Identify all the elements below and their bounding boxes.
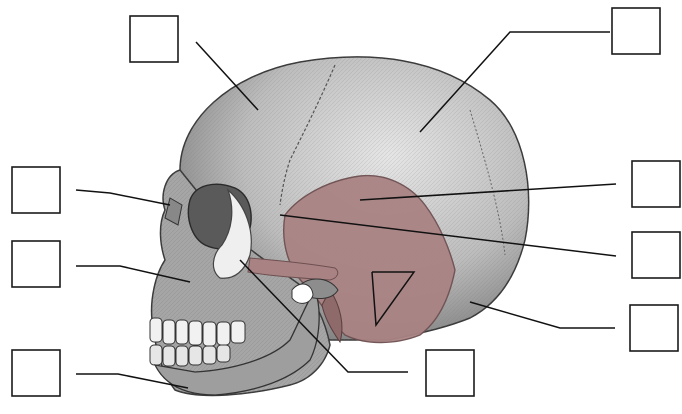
label-box-left-maxilla[interactable] <box>12 241 60 287</box>
skull-illustration <box>150 57 529 396</box>
ear-opening <box>292 284 313 303</box>
leader-right-occipital <box>470 302 615 328</box>
label-box-bottom-zygomatic[interactable] <box>426 350 474 396</box>
label-box-top-left[interactable] <box>130 16 178 62</box>
label-box-right-temporal[interactable] <box>632 161 680 207</box>
label-box-right-occipital[interactable] <box>630 305 678 351</box>
leader-left-nasal <box>76 190 170 205</box>
label-box-right-sphenoid[interactable] <box>632 232 680 278</box>
label-box-top-right[interactable] <box>612 8 660 54</box>
label-box-left-mandible[interactable] <box>12 350 60 396</box>
label-box-left-nasal[interactable] <box>12 167 60 213</box>
